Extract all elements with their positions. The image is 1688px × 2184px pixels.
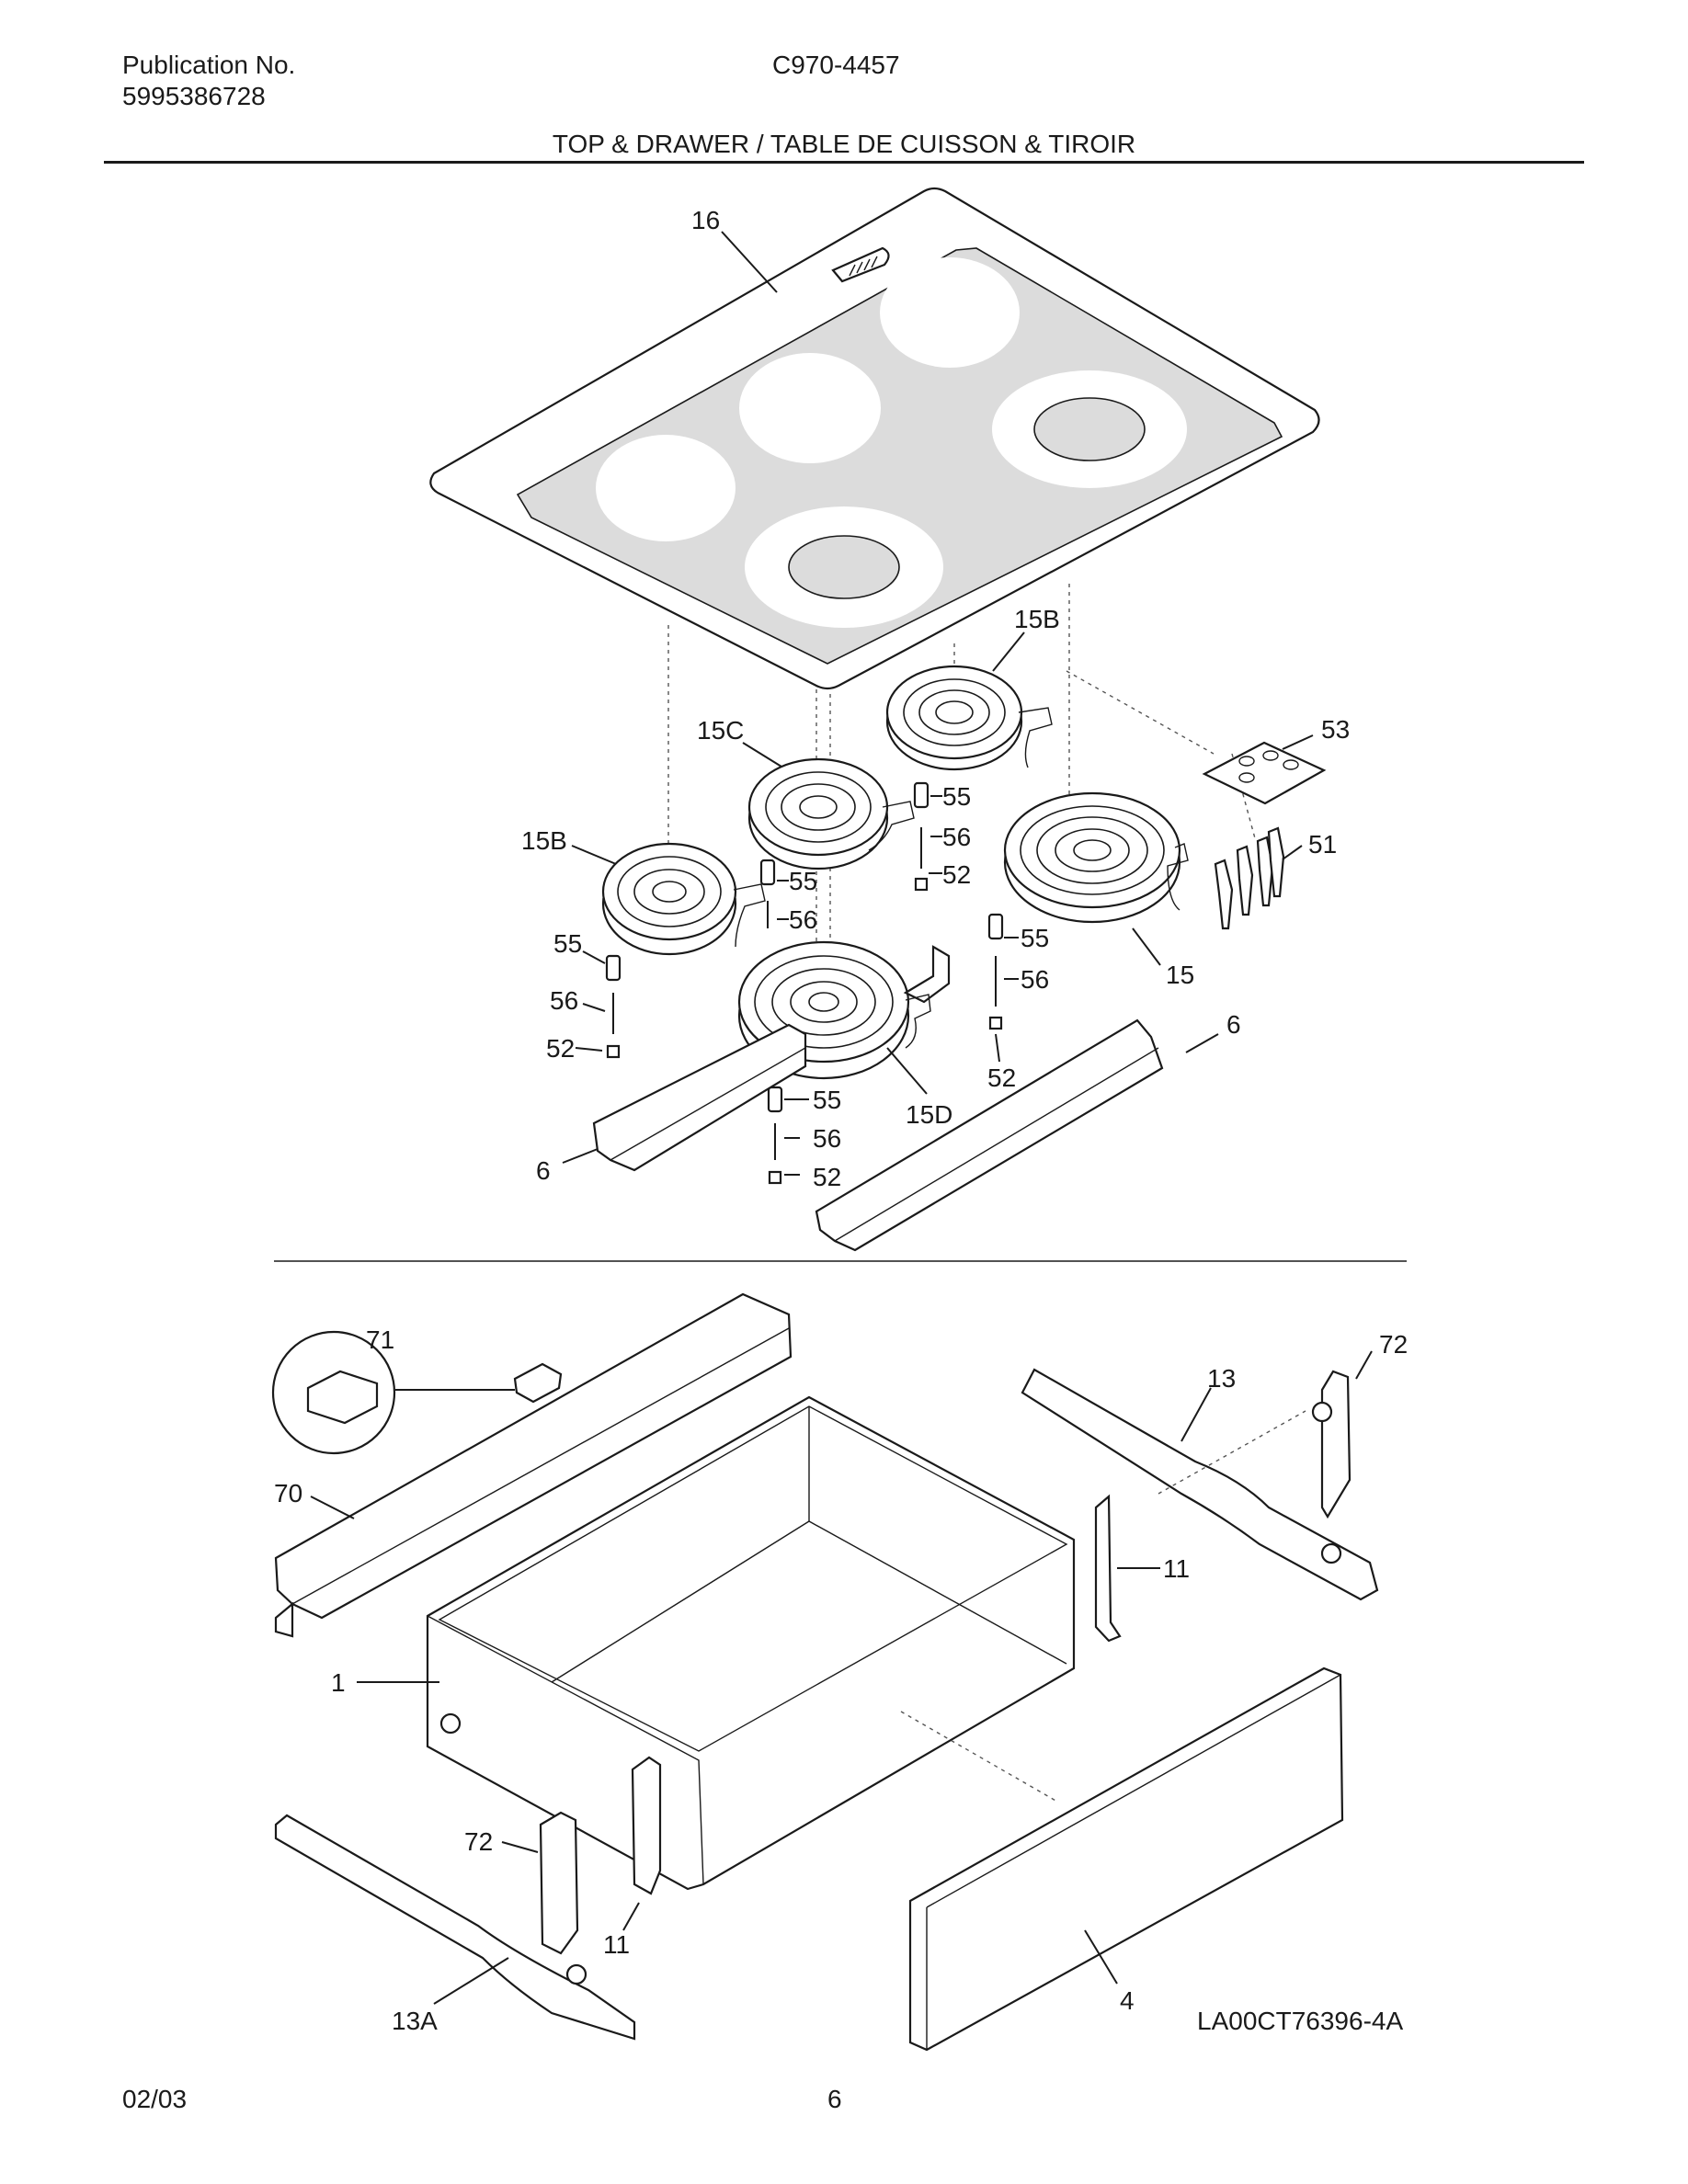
- fasteners: [605, 781, 1004, 1185]
- footer-page-number: 6: [827, 2085, 842, 2113]
- drawing-code: LA00CT76396-4A: [1197, 2007, 1403, 2035]
- callout-52-c: 52: [546, 1034, 575, 1063]
- callout-52-e: 52: [813, 1163, 841, 1191]
- burner-zone-rear-left: [739, 353, 881, 463]
- callout-55-e: 55: [813, 1086, 841, 1114]
- publication-number: 5995386728: [122, 82, 266, 110]
- footer-date: 02/03: [122, 2085, 188, 2113]
- callout-6-right: 6: [1226, 1010, 1241, 1039]
- callout-56-c: 56: [550, 986, 578, 1015]
- callout-11-right: 11: [1163, 1554, 1190, 1583]
- callout-1: 1: [331, 1668, 346, 1697]
- drawer-glide-13a: [274, 1814, 636, 2041]
- callout-51: 51: [1308, 830, 1337, 859]
- burner-zone-left: [596, 435, 736, 541]
- callouts: 16 15B 15C 53 15B 55 56 52 51 55 56 55 5…: [274, 206, 1408, 2035]
- callout-16: 16: [691, 206, 720, 234]
- drawer-glide-70: [274, 1292, 793, 1638]
- callout-56-d: 56: [1021, 965, 1049, 994]
- callout-13a: 13A: [392, 2007, 438, 2035]
- callout-52-a: 52: [942, 860, 971, 889]
- callout-11-bottom: 11: [603, 1930, 630, 1959]
- rear-bracket-72-bottom: [539, 1811, 579, 1955]
- publication-label: Publication No.: [122, 51, 296, 79]
- callout-70: 70: [274, 1479, 302, 1507]
- callout-13: 13: [1207, 1364, 1236, 1393]
- cooktop-top: [429, 187, 1320, 690]
- callout-4: 4: [1120, 1986, 1135, 2015]
- bracket-6-right: [815, 1018, 1164, 1252]
- callout-15c: 15C: [697, 716, 744, 745]
- callout-55-c: 55: [553, 929, 582, 958]
- front-alignment-line: [900, 1711, 1058, 1803]
- callout-56-b: 56: [789, 905, 817, 934]
- callout-15d: 15D: [906, 1100, 952, 1129]
- callout-15b-top: 15B: [1014, 605, 1060, 633]
- callout-71: 71: [366, 1325, 394, 1354]
- callout-55-d: 55: [1021, 924, 1049, 952]
- callout-56-a: 56: [942, 823, 971, 851]
- callout-15b-left: 15B: [521, 826, 567, 855]
- rear-bracket-72-top: [1311, 1370, 1352, 1519]
- drawer-glide-13: [1021, 1368, 1379, 1601]
- model-number: C970-4457: [772, 51, 900, 79]
- callout-55-a: 55: [942, 782, 971, 811]
- callout-72-bottom: 72: [464, 1827, 493, 1856]
- terminal-blocks-51: [1214, 826, 1285, 930]
- bracket-6-left: [592, 1023, 807, 1172]
- drawer-front-4: [908, 1666, 1344, 2052]
- slide-11-right: [1094, 1494, 1122, 1643]
- section-title: TOP & DRAWER / TABLE DE CUISSON & TIROIR: [552, 130, 1136, 158]
- drawer-1: [426, 1395, 1076, 1891]
- header-rule: [104, 161, 1584, 164]
- callout-15: 15: [1166, 961, 1194, 989]
- callout-72-top: 72: [1379, 1330, 1408, 1359]
- callout-52-d: 52: [987, 1064, 1016, 1092]
- element-15b-top: [885, 665, 1053, 771]
- element-15b-left: [601, 842, 766, 956]
- callout-6-left: 6: [536, 1156, 551, 1185]
- slide-11-bottom: [631, 1756, 662, 1895]
- leader-lines: [310, 231, 1373, 2005]
- element-15: [1003, 791, 1189, 924]
- callout-53: 53: [1321, 715, 1350, 744]
- callout-55-b: 55: [789, 867, 817, 895]
- element-15c: [747, 757, 915, 870]
- terminal-block-53: [1202, 741, 1327, 805]
- callout-56-e: 56: [813, 1124, 841, 1153]
- detail-circle-71: [271, 1330, 563, 1455]
- burner-zone-rear-right: [880, 257, 1020, 368]
